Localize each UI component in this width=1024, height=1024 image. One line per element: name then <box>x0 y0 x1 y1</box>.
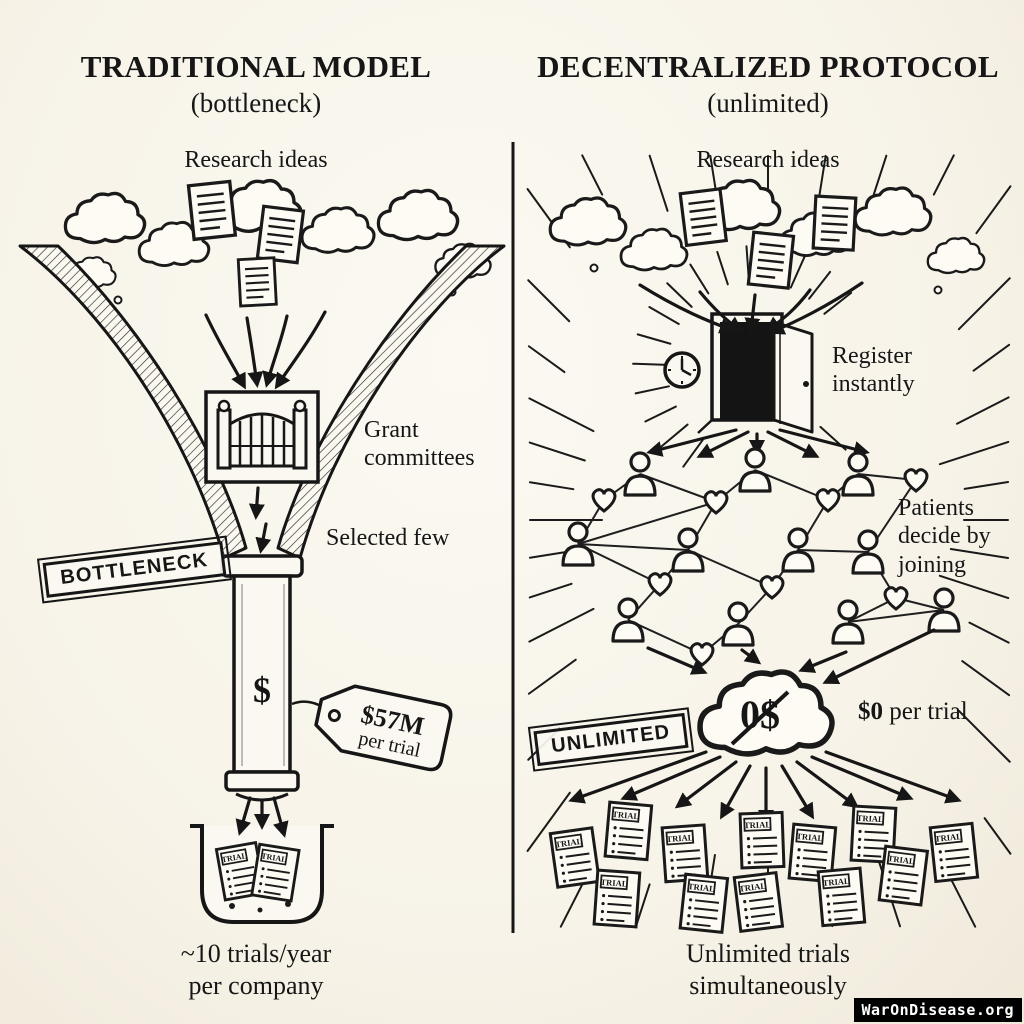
right-title: DECENTRALIZED PROTOCOL <box>537 49 999 84</box>
left-ideas-label: Research ideas <box>184 147 328 173</box>
thought-cloud-icon <box>300 206 376 254</box>
door-icon <box>697 312 814 434</box>
slash-mark <box>730 690 790 746</box>
grant-gate-icon <box>204 390 320 484</box>
heart-icon <box>689 642 715 667</box>
document-icon <box>255 204 306 265</box>
trial-document-icon <box>250 842 301 903</box>
left-subtitle: (bottleneck) <box>190 87 322 118</box>
trial-documents-grid <box>548 800 980 934</box>
thought-cloud-icon <box>376 188 460 242</box>
funnel: $ <box>18 244 506 802</box>
trial-document-icon <box>738 810 786 870</box>
heart-icon <box>903 468 929 493</box>
zero-per-trial-label: $0 per trial <box>858 698 968 725</box>
trial-document-icon <box>732 871 784 933</box>
heart-icon <box>883 586 909 611</box>
ideas-to-door-arrows <box>638 281 864 335</box>
document-icon <box>186 179 237 242</box>
trial-document-icon <box>816 866 867 928</box>
right-ideas-label: Research ideas <box>696 147 840 173</box>
thought-cloud-icon <box>853 186 933 237</box>
thought-cloud-icon <box>926 236 986 275</box>
trial-document-icon <box>877 844 929 907</box>
document-icon <box>746 230 796 290</box>
funnel-dollar-symbol: $ <box>253 670 271 710</box>
selected-few-label: Selected few <box>326 525 450 551</box>
patient-network <box>561 447 961 667</box>
left-title: TRADITIONAL MODEL <box>80 49 432 84</box>
thought-cloud-icon <box>63 191 147 245</box>
grant-committees-label: Grant committees <box>364 417 475 472</box>
document-icon <box>811 194 858 252</box>
watermark-badge: WarOnDisease.org <box>853 998 1022 1022</box>
heart-icon <box>591 488 617 513</box>
thought-cloud-icon <box>548 196 628 247</box>
beaker <box>190 824 334 924</box>
sunburst-rays <box>526 154 1012 928</box>
network-to-cloud-arrows <box>646 628 936 685</box>
zero-cost-cloud: 0$ <box>700 672 832 754</box>
trial-document-icon <box>592 868 642 929</box>
trial-document-icon <box>548 826 601 889</box>
left-flow-arrows <box>204 310 327 838</box>
trial-document-icon <box>603 800 654 862</box>
heart-icon <box>815 488 841 513</box>
document-icon <box>678 187 728 247</box>
thought-cloud-icon <box>619 227 689 272</box>
trial-document-icon <box>928 821 980 883</box>
register-instantly-label: Register instantly <box>832 343 915 398</box>
document-icon <box>236 256 278 308</box>
patients-decide-label: Patients decide by joining <box>898 495 991 578</box>
left-caption: ~10 trials/year per company <box>180 939 332 1000</box>
right-subtitle: (unlimited) <box>707 87 829 118</box>
right-column-header: DECENTRALIZED PROTOCOL (unlimited) <box>512 49 1024 118</box>
left-column-header: TRADITIONAL MODEL (bottleneck) <box>0 49 512 118</box>
right-ideas-clouds <box>548 178 986 295</box>
trial-document-icon <box>678 872 730 934</box>
right-caption: Unlimited trials simultaneously <box>686 939 850 1000</box>
cloud-to-trials-arrows <box>568 750 962 826</box>
clock-icon <box>663 351 701 389</box>
heart-icon <box>703 490 729 515</box>
price-tag: $57M per trial <box>291 684 453 772</box>
